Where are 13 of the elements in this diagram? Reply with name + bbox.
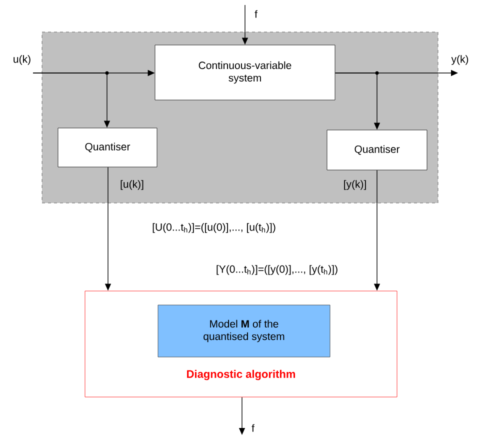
edge-label: [y(k)] <box>344 180 366 190</box>
edge-label: u(k) <box>14 55 30 65</box>
edge-label: f <box>254 10 258 18</box>
process-box: Continuous-variable system <box>154 44 336 100</box>
quantiser-box: Quantiser <box>326 130 428 170</box>
signal-label: [Y(0...t$_{h}$)]=([y(0)],..., [y(t$_{h}$)]) <box>216 265 338 275</box>
edge-label: [u(k)] <box>120 180 144 190</box>
edge-label: y(k) <box>451 55 468 65</box>
heading: Diagnostic algorithm <box>187 370 296 380</box>
model-box: Model M of the quantised system <box>158 304 330 358</box>
signal-label: [U(0...t$_{h}$)]=([u(0)],..., [u(t$_{h}$)]) <box>152 223 276 233</box>
edge-label: f <box>252 424 254 432</box>
quantiser-box: Quantiser <box>58 128 158 168</box>
